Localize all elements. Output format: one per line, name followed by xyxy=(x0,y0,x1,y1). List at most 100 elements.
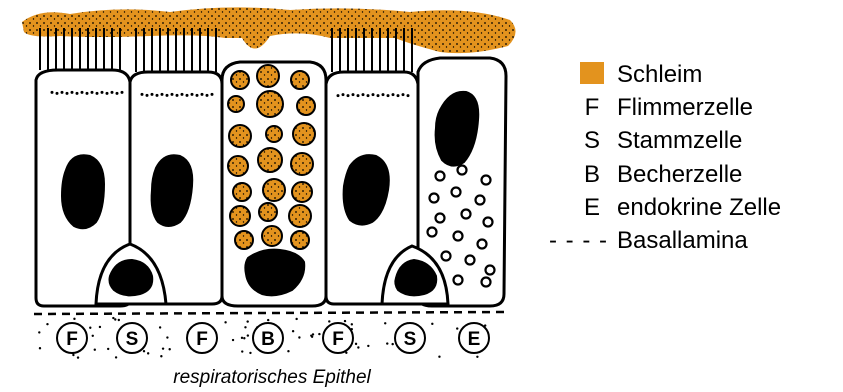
basal-body-dot xyxy=(91,91,94,94)
basal-body-dot xyxy=(56,92,59,95)
legend-key-s: S xyxy=(584,127,600,154)
basal-body-dot xyxy=(66,92,69,95)
basal-body-dot xyxy=(111,91,114,94)
tissue-dot xyxy=(367,345,369,347)
tissue-dot xyxy=(166,336,168,338)
tissue-dot xyxy=(77,356,79,358)
basal-body-dot xyxy=(96,92,99,95)
tissue-dot xyxy=(224,321,226,323)
tissue-dot xyxy=(147,352,149,354)
cell-label-f: F xyxy=(196,329,208,350)
basal-body-dot xyxy=(362,93,365,96)
mucus-granule-texture xyxy=(258,148,282,172)
basal-body-dot xyxy=(161,93,164,96)
basal-lamina-line xyxy=(34,312,508,314)
tissue-dot xyxy=(351,323,353,325)
tissue-dot xyxy=(107,348,109,350)
basal-body-dot xyxy=(186,94,189,97)
tissue-dot xyxy=(89,327,91,329)
basal-body-dot xyxy=(342,93,345,96)
tissue-dot xyxy=(298,336,300,338)
mucus-granule-texture xyxy=(257,65,279,87)
basal-body-dot xyxy=(101,91,104,94)
legend-label-flimmerzelle: Flimmerzelle xyxy=(617,94,753,121)
endocrine-granule xyxy=(428,228,437,237)
basal-body-dot xyxy=(382,93,385,96)
mucus-granule-texture xyxy=(259,203,277,221)
tissue-dot xyxy=(292,330,294,332)
tissue-dot xyxy=(118,319,120,321)
endocrine-granule xyxy=(476,196,485,205)
tissue-dot xyxy=(384,322,386,324)
tissue-dot xyxy=(162,347,164,349)
tissue-dot xyxy=(386,342,388,344)
basal-body-dot xyxy=(121,91,124,94)
nucleus-stem-1 xyxy=(110,260,153,295)
tissue-dot xyxy=(357,346,359,348)
tissue-dot xyxy=(232,339,234,341)
tissue-dot xyxy=(246,320,248,322)
tissue-dot xyxy=(431,323,433,325)
tissue-dot xyxy=(295,318,297,320)
basal-body-dot xyxy=(387,94,390,97)
endocrine-granule xyxy=(442,252,451,261)
basal-body-dot xyxy=(191,93,194,96)
basal-body-dot xyxy=(407,94,410,97)
mucus-granule-texture xyxy=(230,206,250,226)
mucus-granule-texture xyxy=(263,179,285,201)
basal-body-dot xyxy=(146,94,149,97)
basal-body-dot xyxy=(176,94,179,97)
tissue-dot xyxy=(160,355,162,357)
nucleus-1 xyxy=(62,155,104,228)
tissue-dot xyxy=(39,347,41,349)
tissue-dot xyxy=(311,336,313,338)
legend-label-endokrine-zelle: endokrine Zelle xyxy=(617,194,781,221)
legend-label-basallamina: Basallamina xyxy=(617,227,748,254)
mucus-granule-texture xyxy=(235,231,253,249)
cell-label-f: F xyxy=(332,329,344,350)
endocrine-granule xyxy=(430,194,439,203)
tissue-dot xyxy=(241,350,243,352)
mucus-granule-texture xyxy=(231,71,249,89)
tissue-dot xyxy=(115,356,117,358)
endocrine-granule xyxy=(484,218,493,227)
basal-body-dot xyxy=(141,93,144,96)
basal-body-dot xyxy=(166,94,169,97)
basal-body-dot xyxy=(106,92,109,95)
cell-label-e: E xyxy=(468,329,481,350)
basal-body-dot xyxy=(201,93,204,96)
tissue-dot xyxy=(476,356,478,358)
tissue-dot xyxy=(241,337,243,339)
endocrine-granule xyxy=(436,172,445,181)
legend-key-f: F xyxy=(585,94,600,121)
tissue-dot xyxy=(168,348,170,350)
tissue-dot xyxy=(249,352,251,354)
tissue-dot xyxy=(99,326,101,328)
basal-body-dot xyxy=(181,93,184,96)
mucus-granule-texture xyxy=(289,205,311,227)
basal-body-dot xyxy=(352,93,355,96)
basal-body-dot xyxy=(392,93,395,96)
cell-label-f: F xyxy=(66,329,78,350)
tissue-dot xyxy=(243,337,245,339)
basal-body-dot xyxy=(372,93,375,96)
legend-label-schleim: Schleim xyxy=(617,61,702,88)
tissue-dot xyxy=(344,320,346,322)
tissue-dot xyxy=(391,343,393,345)
mucus-granule-texture xyxy=(229,125,251,147)
basal-body-dot xyxy=(357,94,360,97)
tissue-dot xyxy=(46,323,48,325)
basal-body-dot xyxy=(211,93,214,96)
tissue-dot xyxy=(72,354,74,356)
endocrine-granule xyxy=(452,188,461,197)
tissue-dot xyxy=(318,333,320,335)
tissue-dot xyxy=(456,327,458,329)
legend-key-b: B xyxy=(584,161,600,188)
legend-swatch-schleim xyxy=(580,62,604,84)
mucus-granule-texture xyxy=(297,97,315,115)
cell-label-s: S xyxy=(126,329,139,350)
basal-body-dot xyxy=(156,94,159,97)
tissue-dot xyxy=(287,350,289,352)
